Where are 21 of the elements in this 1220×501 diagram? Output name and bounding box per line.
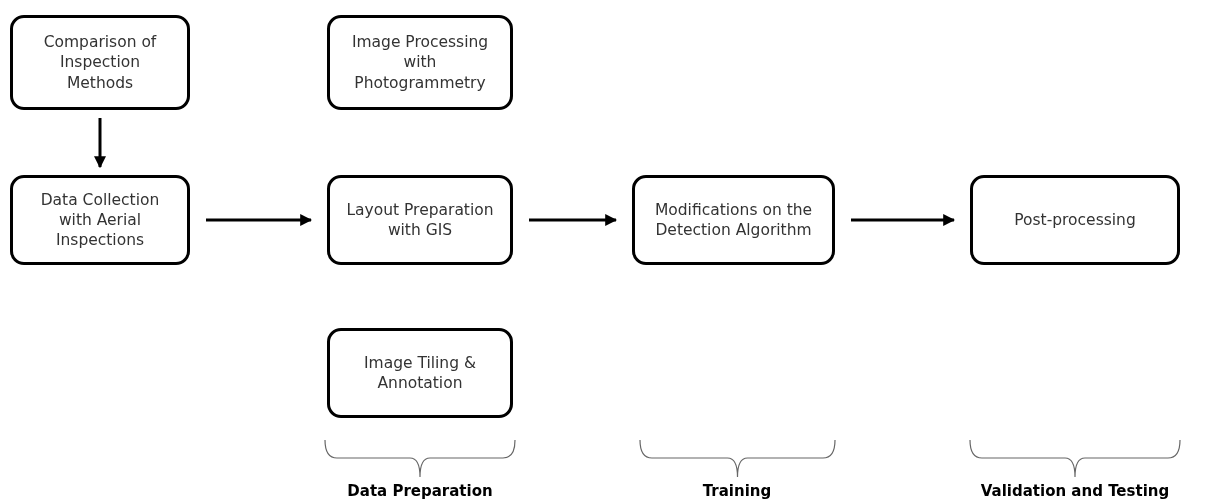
box-text: Layout Preparation with GIS — [345, 199, 495, 241]
box-text: Post-processing — [1014, 209, 1136, 231]
process-box — [970, 175, 1180, 265]
arrow — [851, 214, 956, 226]
phase-label: Validation and Testing — [980, 482, 1170, 500]
box-text: Modifications on the Detection Algorithm — [653, 199, 814, 241]
arrow — [529, 214, 618, 226]
process-box — [327, 328, 513, 418]
box-text: Image Processing with Photogrammetry — [350, 32, 490, 93]
process-box — [10, 175, 190, 265]
arrow — [94, 118, 106, 169]
box-text: Comparison of Inspection Methods — [42, 32, 158, 93]
phase-label: Data Preparation — [347, 482, 493, 500]
box-text: Image Tiling & Annotation — [362, 352, 478, 394]
process-box — [327, 15, 513, 110]
arrow — [206, 214, 313, 226]
box-text: Data Collection with Aerial Inspections — [39, 189, 161, 251]
process-box — [327, 175, 513, 265]
process-box — [632, 175, 835, 265]
process-box — [10, 15, 190, 110]
phase-label: Training — [702, 482, 772, 500]
